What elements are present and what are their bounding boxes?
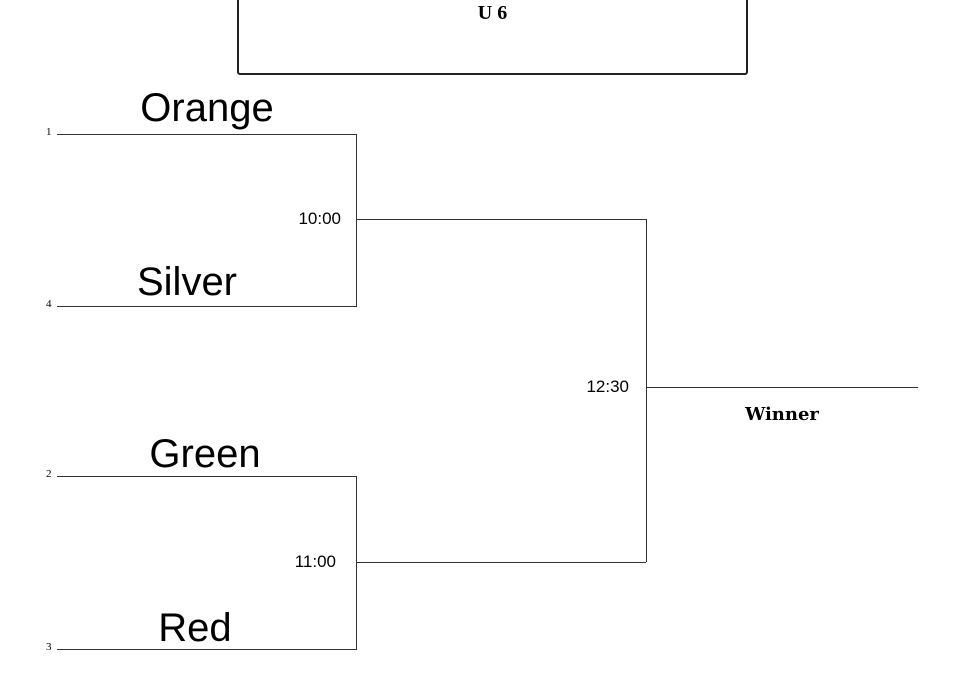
seed-number: 1 bbox=[46, 126, 52, 138]
seed-number: 2 bbox=[46, 468, 52, 480]
title-box bbox=[237, 0, 748, 75]
bracket-line bbox=[57, 649, 357, 650]
bracket-line bbox=[357, 219, 646, 220]
bracket-line bbox=[357, 562, 646, 563]
bracket-line bbox=[57, 306, 357, 307]
game-time: 10:00 bbox=[298, 209, 341, 228]
team-name: Green bbox=[149, 432, 261, 476]
team-name: Silver bbox=[136, 260, 238, 304]
game-time: 12:30 bbox=[586, 377, 629, 396]
bracket-connector bbox=[356, 134, 357, 306]
bracket-line bbox=[647, 387, 918, 388]
bracket-connector bbox=[356, 476, 357, 649]
game-time: 11:00 bbox=[294, 552, 336, 571]
bracket-line bbox=[57, 476, 357, 477]
bracket-title: U 6 bbox=[477, 2, 508, 24]
bracket-line bbox=[57, 134, 357, 135]
bracket-connector bbox=[646, 219, 647, 562]
winner-label: Winner bbox=[745, 404, 819, 425]
seed-number: 3 bbox=[46, 641, 52, 653]
seed-number: 4 bbox=[46, 298, 52, 310]
team-name: Red bbox=[158, 606, 232, 650]
team-name: Orange bbox=[140, 86, 274, 130]
